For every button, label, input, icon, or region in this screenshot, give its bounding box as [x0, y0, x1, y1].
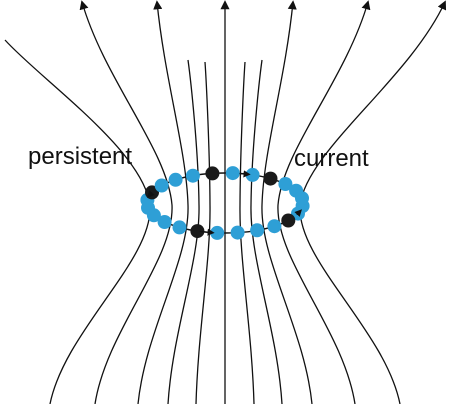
- electron: [210, 225, 225, 240]
- electron: [267, 219, 282, 234]
- electron-dark: [205, 166, 220, 181]
- current-direction-arrow-1: [199, 228, 215, 236]
- field-line-11: [299, 0, 447, 404]
- electron: [230, 225, 245, 240]
- electron: [278, 177, 293, 191]
- electron: [168, 172, 183, 187]
- field-line-2: [79, 0, 173, 404]
- current-direction-arrow-2: [294, 209, 302, 217]
- field-line-9: [261, 0, 313, 404]
- label-persistent: persistent: [28, 143, 133, 170]
- electron-dark: [263, 171, 278, 186]
- current-direction-arrow-3: [147, 190, 155, 199]
- electron: [185, 168, 200, 183]
- field-line-4: [167, 59, 200, 404]
- electron: [245, 167, 260, 182]
- electron: [250, 223, 265, 238]
- field-line-7: [239, 61, 255, 404]
- electron: [154, 178, 169, 193]
- current-direction-arrow-4: [239, 170, 251, 178]
- field-line-10: [277, 0, 371, 404]
- electron: [295, 191, 309, 206]
- field-lines: [4, 0, 447, 404]
- field-line-1: [4, 39, 151, 404]
- electron-dark: [190, 224, 205, 239]
- electron: [225, 166, 240, 181]
- electron: [172, 220, 187, 235]
- ring-particles: [140, 166, 310, 240]
- field-line-3: [137, 0, 189, 404]
- field-line-5: [195, 61, 211, 404]
- electron: [157, 215, 172, 229]
- label-current: current: [294, 145, 369, 172]
- electron-dark: [281, 213, 296, 228]
- field-line-8: [250, 59, 283, 404]
- ring-front: [147, 170, 302, 236]
